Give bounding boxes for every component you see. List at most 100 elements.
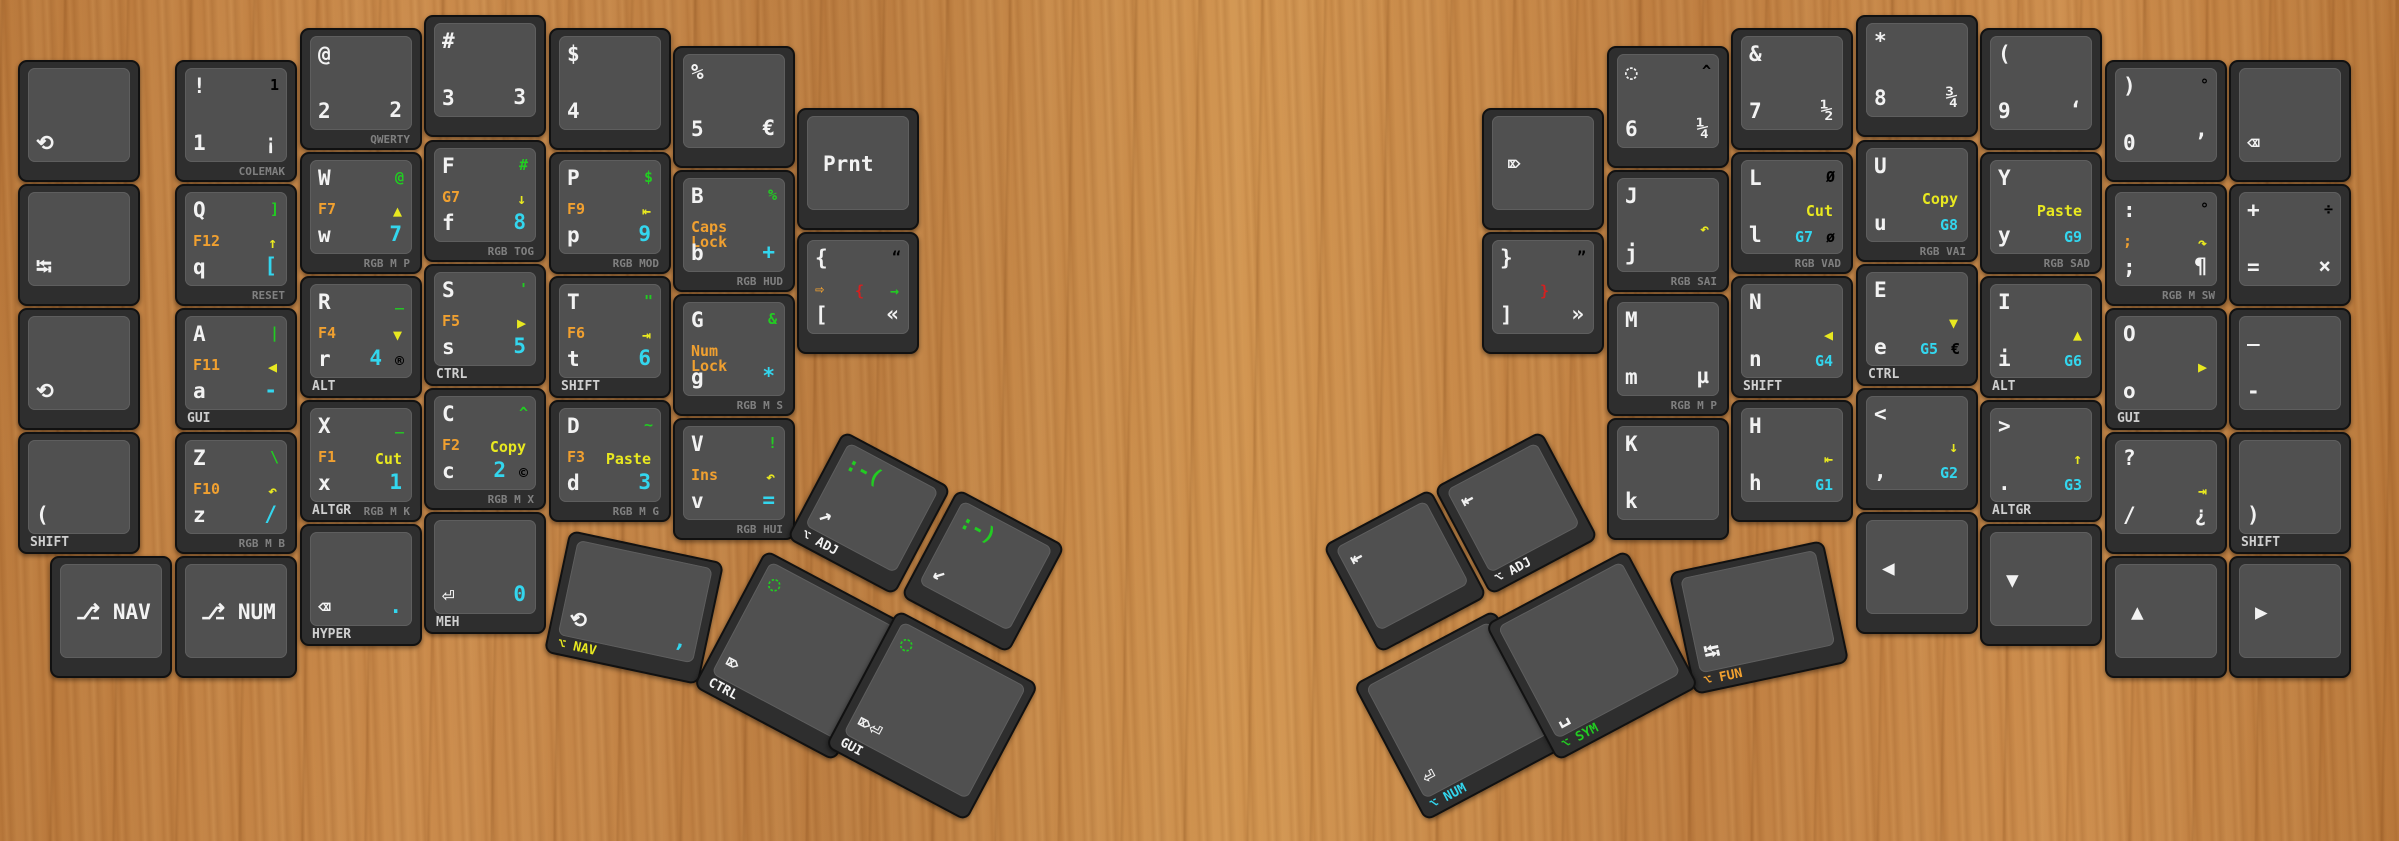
key-r-comma[interactable]: <↓,G2: [1856, 388, 1978, 510]
rgb-label: COLEMAK: [238, 165, 285, 178]
key-l-shift[interactable]: (SHIFT: [18, 432, 140, 554]
legend-bottom-right: 6: [638, 346, 651, 370]
legend-middle-right: ↶: [1699, 220, 1709, 238]
key-l-a[interactable]: A|F11◀a-GUI: [175, 308, 297, 430]
key-r-bksp[interactable]: ⌫: [2229, 60, 2351, 182]
key-r-left[interactable]: ◀: [1856, 512, 1978, 634]
rgb-label: RGB VAD: [1794, 257, 1841, 270]
key-r-del[interactable]: ⌦: [1482, 108, 1604, 230]
legend-middle-right: Copy: [489, 438, 526, 456]
modifier-label: CTRL: [436, 367, 468, 382]
key-l-4[interactable]: $4: [549, 28, 671, 150]
keycap-top: ⎇ NUM: [185, 564, 287, 658]
key-l-q[interactable]: Q]F12↑q[RESET: [175, 184, 297, 306]
legend-top-left: S: [442, 278, 455, 302]
legend-top-left: N: [1749, 290, 1762, 314]
legend-bottom-right: ¡: [264, 130, 277, 154]
key-r-9[interactable]: (9‘: [1980, 28, 2102, 150]
legend-bottom-right-alt: ø: [1825, 228, 1835, 246]
key-r-slash[interactable]: ?⇥/¿: [2105, 432, 2227, 554]
key-l-z[interactable]: Z\F10↶z/RGB M B: [175, 432, 297, 554]
legend-middle-right: ↑: [2072, 450, 2082, 468]
key-l-prnt[interactable]: Prnt: [797, 108, 919, 230]
legend-bottom-right-alt: €: [1950, 340, 1960, 358]
key-r-right[interactable]: ▶: [2229, 556, 2351, 678]
key-r-minus[interactable]: _-: [2229, 308, 2351, 430]
key-l-tab[interactable]: ⭾: [18, 184, 140, 306]
legend-top-left: X: [318, 414, 331, 438]
key-r-up[interactable]: ▲: [2105, 556, 2227, 678]
keycap-top: ): [2239, 440, 2341, 534]
key-r-semi[interactable]: :°;↷;¶RGB M SW: [2105, 184, 2227, 306]
key-l-5[interactable]: %5€: [673, 46, 795, 168]
key-r-down[interactable]: ▼: [1980, 524, 2102, 646]
keycap-top: ⎇ NAV: [60, 564, 162, 658]
legend-bottom-right: ‘: [2069, 98, 2082, 122]
legend-bottom-right: +: [762, 240, 775, 264]
legend-bottom-right: 5: [513, 334, 526, 358]
key-l-esc[interactable]: ⟲: [18, 60, 140, 182]
legend-middle-left: ⇨: [815, 280, 825, 298]
key-l-num[interactable]: ⎇ NUM: [175, 556, 297, 678]
legend-top-left: M: [1625, 308, 1638, 332]
key-l-brace[interactable]: {“⇨→[«{: [797, 232, 919, 354]
key-r-0[interactable]: )°0’: [2105, 60, 2227, 182]
legend-bottom-right: [: [264, 254, 277, 278]
legend-bottom-right: 3: [638, 470, 651, 494]
key-rt-fun[interactable]: ⭾⌥ FUN: [1668, 539, 1850, 696]
key-lt-nav[interactable]: ⟲,⌥ NAV: [543, 529, 725, 686]
legend-bottom-right: ¾: [1945, 85, 1958, 109]
legend-bottom-left: m: [1625, 365, 1638, 389]
legend-top-right: ”: [1576, 248, 1586, 266]
legend-bottom-right: ¶: [2194, 254, 2207, 278]
legend-middle-left: F3: [567, 448, 586, 466]
legend-bottom-right: 7: [389, 222, 402, 246]
key-r-close[interactable]: }”]»}: [1482, 232, 1604, 354]
key-l-bksp[interactable]: ⟲: [18, 308, 140, 430]
key-l-v[interactable]: V!Ins↶v=RGB HUI: [673, 418, 795, 540]
key-r-shift[interactable]: )SHIFT: [2229, 432, 2351, 554]
key-l-hyper[interactable]: ⌫.HYPER: [300, 524, 422, 646]
legend-bottom-left: r: [318, 347, 331, 371]
legend-bottom-left: 4: [567, 99, 580, 123]
legend-bottom-right: G2: [1939, 464, 1958, 482]
legend-top-left: :-(: [841, 451, 887, 491]
key-l-nav[interactable]: ⎇ NAV: [50, 556, 172, 678]
key-r-plus[interactable]: +÷=×: [2229, 184, 2351, 306]
legend-bottom-left: e: [1874, 335, 1887, 359]
